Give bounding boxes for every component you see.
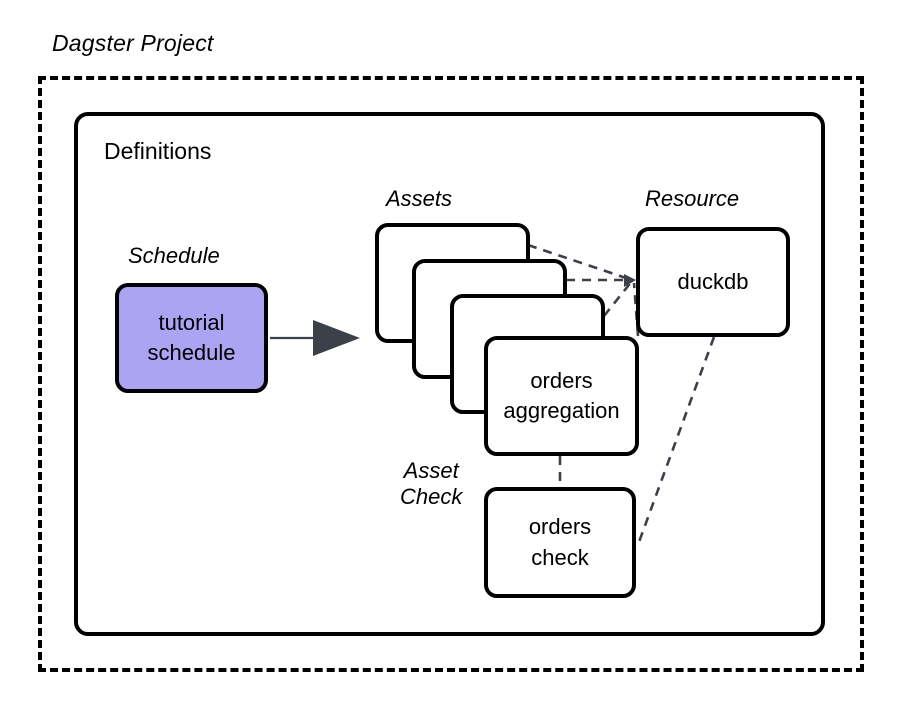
group-caption-schedule: Schedule: [128, 243, 220, 268]
project-boundary: [38, 76, 864, 672]
group-caption-assets: Assets: [386, 186, 453, 211]
node-orders-aggregation[interactable]: orders aggregation: [484, 336, 639, 456]
project-title: Dagster Project: [52, 30, 214, 56]
group-caption-asset-check: Asset Check: [400, 458, 463, 509]
node-orders-check[interactable]: orders check: [484, 487, 636, 598]
node-duckdb-resource[interactable]: duckdb: [636, 227, 790, 337]
definitions-label: Definitions: [104, 138, 212, 164]
group-caption-resource: Resource: [645, 186, 740, 211]
node-tutorial-schedule[interactable]: tutorial schedule: [115, 283, 268, 393]
